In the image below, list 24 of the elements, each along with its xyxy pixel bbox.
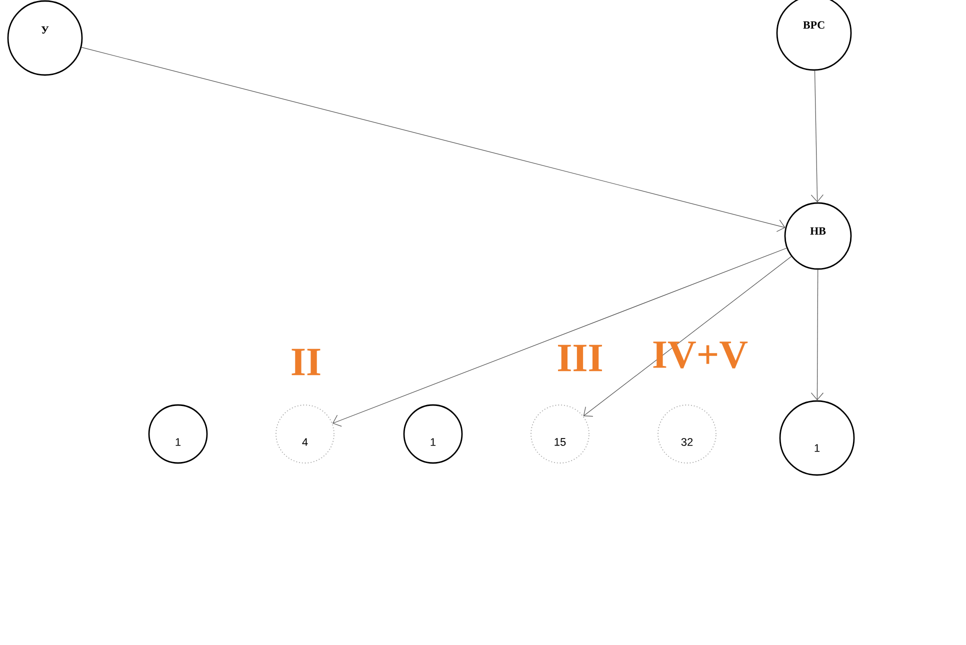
- node-label: 1: [176, 438, 181, 446]
- node-label: ВРС: [803, 21, 824, 29]
- node-label: 4: [302, 438, 308, 446]
- node-label: 15: [554, 438, 566, 446]
- circle-node: [658, 404, 716, 464]
- node-label: 1: [814, 444, 820, 452]
- node-label: У: [41, 26, 49, 34]
- circle-node: [403, 404, 463, 464]
- circle-node: [779, 400, 855, 476]
- arrow: [332, 248, 787, 427]
- circle-node: [784, 202, 852, 270]
- arrow: [81, 47, 786, 232]
- roman-numeral: II: [292, 348, 320, 376]
- node-label: НВ: [810, 227, 826, 235]
- roman-numeral: III: [558, 344, 602, 372]
- arrow: [810, 70, 824, 202]
- arrow: [810, 269, 824, 400]
- circle-node: [148, 404, 208, 464]
- circle-node: [7, 0, 83, 76]
- node-label: 1: [430, 438, 436, 446]
- arrow: [583, 256, 792, 417]
- circle-node: [530, 404, 590, 464]
- circle-node: [276, 404, 334, 464]
- node-label: 32: [681, 438, 693, 446]
